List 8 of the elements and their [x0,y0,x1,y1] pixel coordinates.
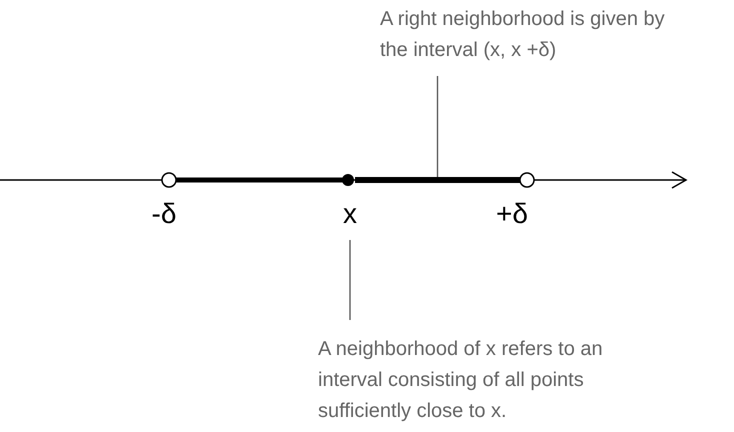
tick-label: +δ [495,197,529,231]
leader-line [436,76,438,177]
point-label: x [336,196,364,232]
leader-line [349,240,351,320]
interval-segment [355,177,520,183]
annotation-text: A neighborhood of x refers to an interval consisting of all points sufficiently close to x. [318,334,610,427]
tick-label: -δ [150,197,178,231]
annotation-text: A right neighborhood is given by the interval (x, x +δ) [380,4,672,66]
